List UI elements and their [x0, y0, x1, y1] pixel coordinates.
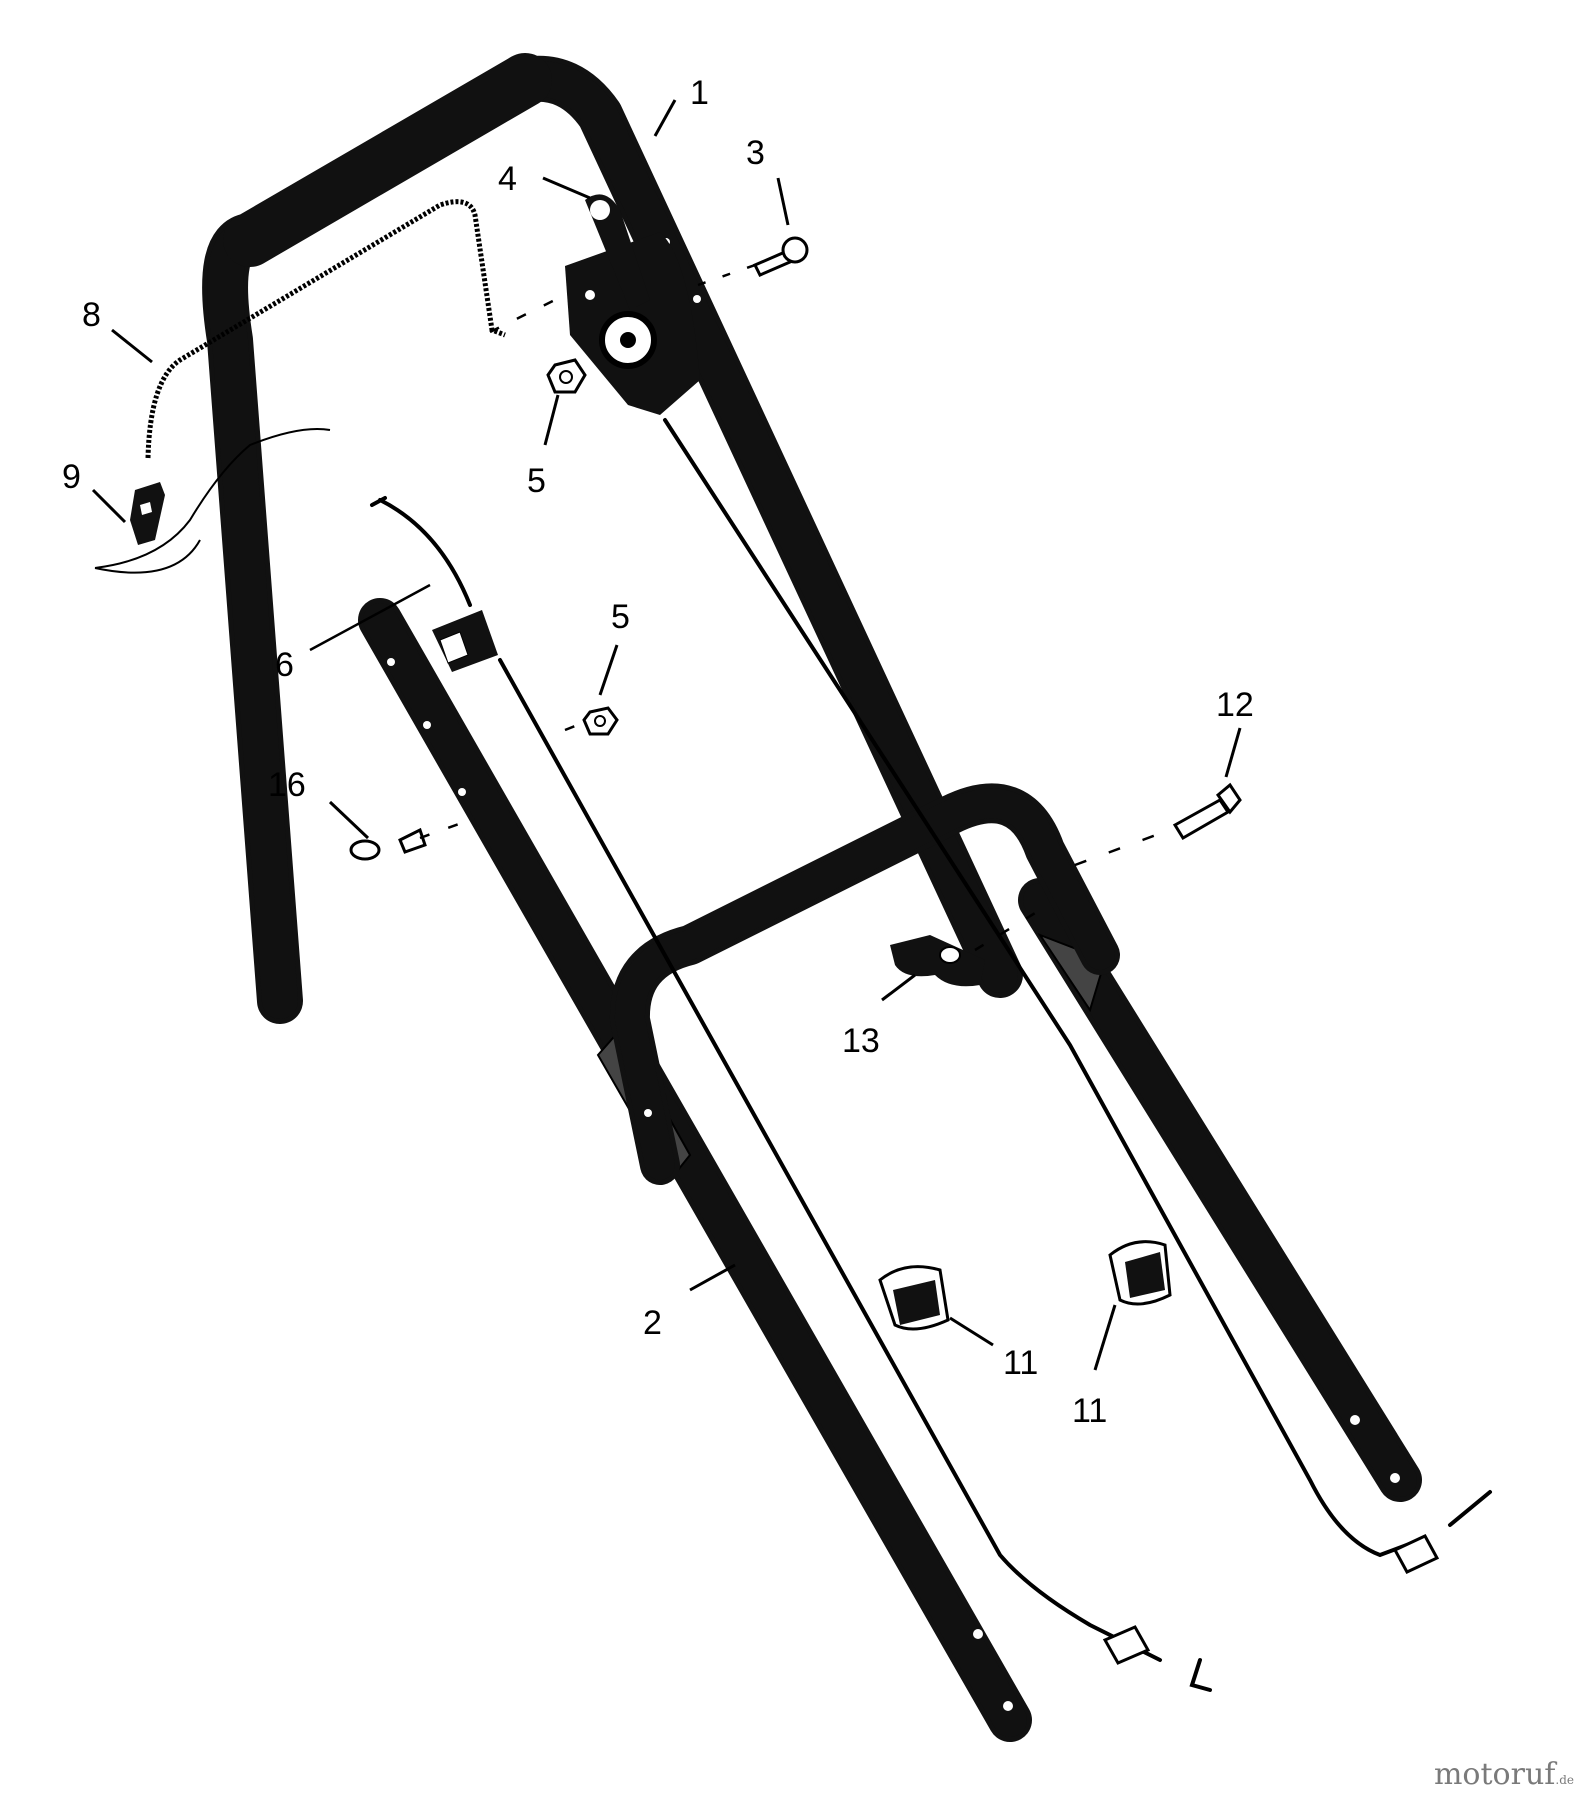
rope-guide	[349, 827, 427, 861]
watermark: motoruf.de	[1434, 1757, 1574, 1792]
callout-6: 6	[275, 646, 294, 684]
control-lever	[565, 194, 700, 415]
cable-clip-right	[1108, 1240, 1172, 1306]
callouts: 1 3 4 8 5 9 5 6 12 16 13 2 11 11	[62, 74, 1254, 1430]
cable-tie	[370, 496, 472, 607]
control-cables	[498, 418, 1492, 1692]
lower-handle-arch	[609, 783, 1120, 1185]
callout-9: 9	[62, 458, 81, 496]
callout-5b: 5	[611, 598, 630, 636]
upper-handle	[202, 53, 1023, 1024]
callout-4: 4	[498, 160, 517, 198]
callout-2: 2	[643, 1304, 662, 1342]
nut-lower	[582, 706, 619, 736]
callout-8: 8	[82, 296, 101, 334]
handle-knob	[890, 935, 985, 987]
assembly-lines	[309, 263, 1176, 952]
cable-clip-left	[878, 1265, 950, 1331]
callout-1: 1	[690, 74, 709, 112]
callout-5a: 5	[527, 462, 546, 500]
handle-bolt	[752, 236, 809, 277]
nut-upper	[546, 358, 587, 394]
bail-connector	[94, 428, 331, 574]
watermark-brand: motoruf	[1433, 1757, 1556, 1792]
callout-11b: 11	[1072, 1392, 1107, 1430]
callout-16: 16	[268, 766, 306, 804]
carriage-bolt	[1172, 782, 1242, 841]
bail-cable	[145, 199, 506, 459]
callout-12: 12	[1216, 686, 1254, 724]
callout-13: 13	[842, 1022, 880, 1060]
callout-3: 3	[746, 134, 765, 172]
cable-guide	[432, 610, 498, 672]
leader-lines	[91, 99, 1242, 1371]
watermark-tld: .de	[1555, 1773, 1574, 1787]
callout-11a: 11	[1003, 1344, 1038, 1382]
